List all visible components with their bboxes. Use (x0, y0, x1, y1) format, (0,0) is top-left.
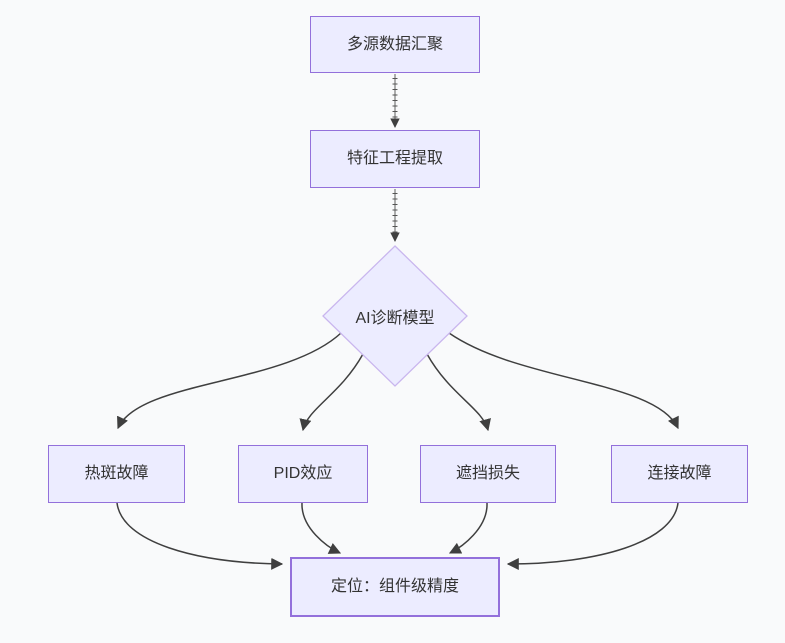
node-source: 多源数据汇聚 (310, 16, 480, 73)
node-shading: 遮挡损失 (420, 445, 556, 503)
edge-hotspot-result (116, 502, 284, 570)
node-pid: PID效应 (238, 445, 368, 503)
node-shading-label: 遮挡损失 (455, 465, 520, 483)
node-result: 定位：组件级精度 (290, 557, 500, 617)
edge-model-shading (426, 353, 491, 432)
node-source-label: 多源数据汇聚 (346, 35, 443, 53)
edge-model-connection (448, 332, 679, 430)
node-model: AI诊断模型 (323, 246, 467, 386)
edge-shading-result (448, 502, 488, 554)
edge-model-hotspot (117, 332, 342, 430)
node-model-label: AI诊断模型 (355, 310, 435, 327)
node-connection: 连接故障 (611, 445, 748, 503)
edge-model-pid (299, 353, 364, 432)
node-feature: 特征工程提取 (310, 130, 480, 188)
node-pid-label: PID效应 (273, 465, 333, 483)
node-feature-label: 特征工程提取 (346, 150, 443, 168)
node-connection-label: 连接故障 (647, 465, 712, 483)
diamond-node-shape (322, 245, 468, 387)
edge-connection-result (506, 502, 679, 570)
node-hotspot: 热斑故障 (48, 445, 185, 503)
edge-pid-result (301, 502, 342, 554)
node-result-label: 定位：组件级精度 (330, 578, 459, 596)
node-hotspot-label: 热斑故障 (84, 465, 149, 483)
